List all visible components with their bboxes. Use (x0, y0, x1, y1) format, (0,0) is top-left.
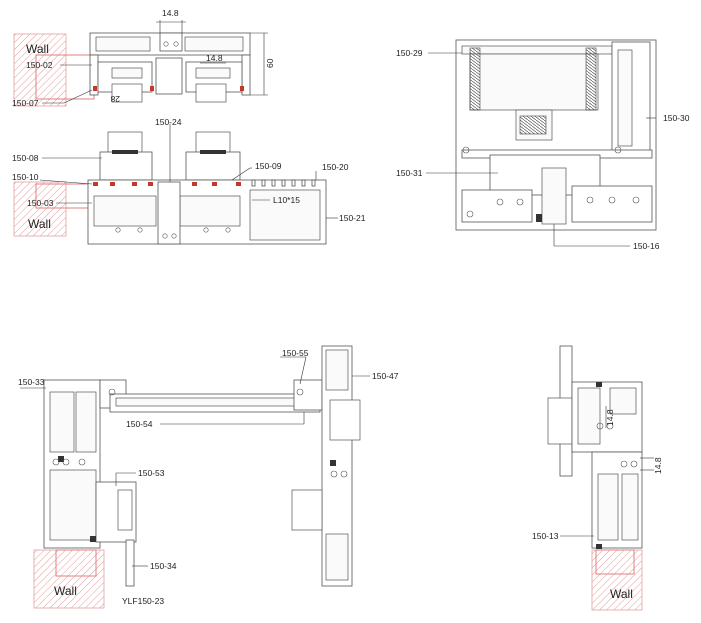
wall-label-bottom-right: Wall (610, 587, 633, 601)
label-150-20: 150-20 (322, 162, 349, 172)
dim-small: 28 (110, 94, 120, 104)
label-150-07: 150-07 (12, 98, 39, 108)
dim-height: 60 (265, 58, 275, 68)
dim-c: 14.8 (605, 409, 615, 426)
wall-outline-bottom-left (55, 549, 97, 577)
label-150-29: 150-29 (396, 48, 423, 58)
label-150-16: 150-16 (633, 241, 660, 251)
label-150-33: 150-33 (18, 377, 45, 387)
label-150-21: 150-21 (339, 213, 366, 223)
label-150-13: 150-13 (532, 531, 559, 541)
label-150-55: 150-55 (282, 348, 309, 358)
detail-top-left: Wall 14.8 14.8 60 28 150-02 (12, 8, 275, 108)
label-150-09: 150-09 (255, 161, 282, 171)
detail-bottom-right: 14.8 14.8 Wall 150-13 (532, 345, 663, 611)
label-150-53: 150-53 (138, 468, 165, 478)
label-150-08: 150-08 (12, 153, 39, 163)
detail-bottom-left: Wall 150-33 150-55 150-47 150-54 150-53 … (18, 345, 399, 609)
label-150-03: 150-03 (27, 198, 54, 208)
wall-label-bottom-left: Wall (54, 584, 77, 598)
dim-top-width: 14.8 (162, 8, 179, 18)
label-150-24: 150-24 (155, 117, 182, 127)
label-150-54: 150-54 (126, 419, 153, 429)
wall-outline-bottom-right (595, 549, 635, 575)
wall-label-upper: Wall (26, 42, 49, 56)
dim-d: 14.8 (653, 457, 663, 474)
detail-mid-left: Wall 150-24 150-08 (12, 117, 366, 245)
label-150-02: 150-02 (26, 60, 53, 70)
label-150-10: 150-10 (12, 172, 39, 182)
wall-label-lower: Wall (28, 217, 51, 231)
label-150-30: 150-30 (663, 113, 690, 123)
wall-hatch-upper (13, 33, 67, 107)
dim-inner-width: 14.8 (206, 53, 223, 63)
label-150-31: 150-31 (396, 168, 423, 178)
label-150-34: 150-34 (150, 561, 177, 571)
label-l10x15: L10*15 (273, 195, 300, 205)
detail-top-right: 150-29 150-30 150-31 150-16 (396, 39, 690, 251)
label-150-47: 150-47 (372, 371, 399, 381)
wall-hatch-bottom-left (33, 549, 105, 609)
label-ylf150-23: YLF150-23 (122, 596, 164, 606)
wall-hatch-lower (13, 181, 67, 237)
